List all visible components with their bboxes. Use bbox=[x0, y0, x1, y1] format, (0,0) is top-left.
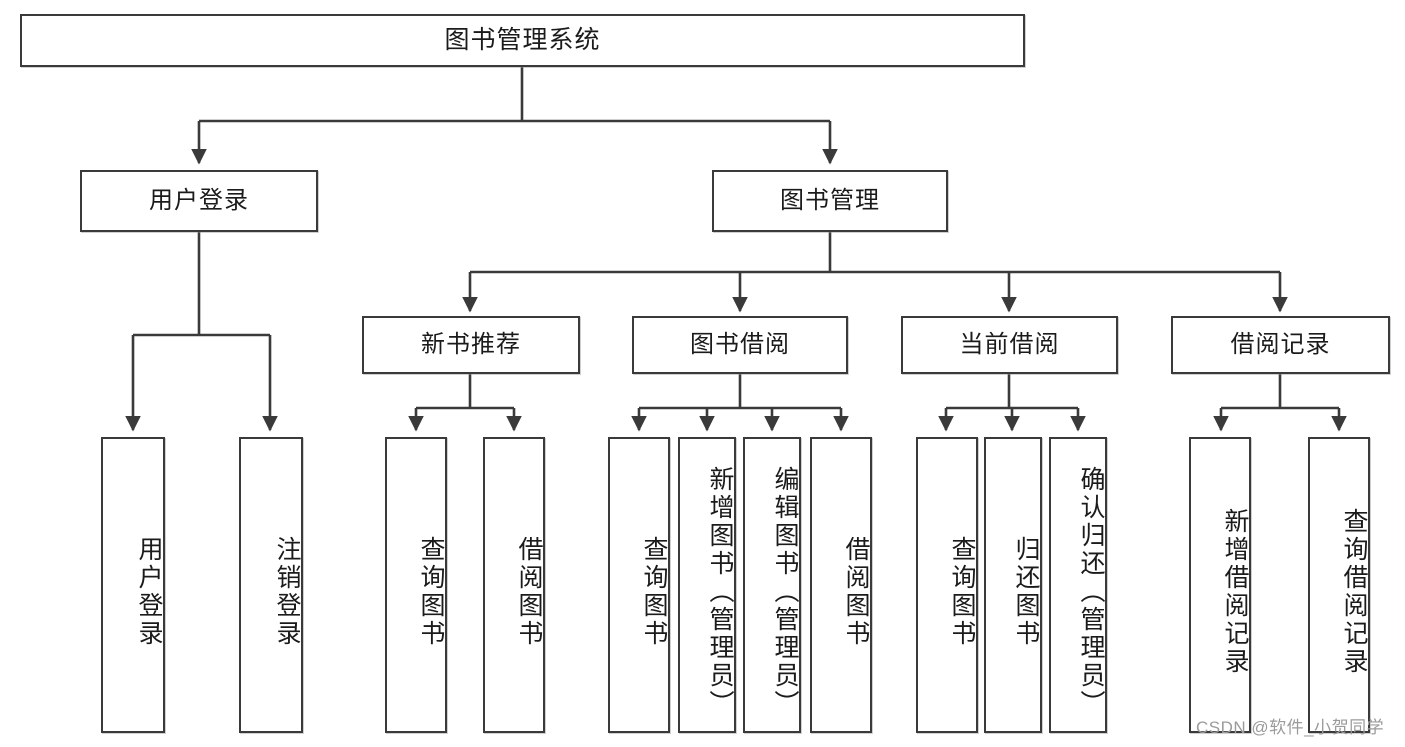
node-book-borrow[interactable]: 图书借阅 bbox=[632, 316, 848, 374]
leaf-return-book[interactable]: 归还图书 bbox=[984, 437, 1042, 733]
leaf-borrow-book-2[interactable]: 借阅图书 bbox=[810, 437, 872, 733]
node-borrow-record[interactable]: 借阅记录 bbox=[1171, 316, 1390, 374]
leaf-edit-book[interactable]: 编辑图书（管理员） bbox=[743, 437, 801, 733]
leaf-query-book-3[interactable]: 查询图书 bbox=[916, 437, 978, 733]
csdn-watermark: CSDN @软件_小贺同学 bbox=[1196, 718, 1385, 737]
node-book-management[interactable]: 图书管理 bbox=[712, 170, 948, 232]
leaf-query-book-1[interactable]: 查询图书 bbox=[385, 437, 447, 733]
node-user-login[interactable]: 用户登录 bbox=[80, 170, 318, 232]
leaf-logout-login[interactable]: 注销登录 bbox=[239, 437, 303, 733]
leaf-user-login[interactable]: 用户登录 bbox=[101, 437, 165, 733]
node-root-title[interactable]: 图书管理系统 bbox=[20, 14, 1025, 67]
leaf-query-record[interactable]: 查询借阅记录 bbox=[1308, 437, 1370, 733]
leaf-add-record[interactable]: 新增借阅记录 bbox=[1189, 437, 1251, 733]
leaf-borrow-book-1[interactable]: 借阅图书 bbox=[483, 437, 545, 733]
leaf-add-book[interactable]: 新增图书（管理员） bbox=[678, 437, 736, 733]
node-current-borrow[interactable]: 当前借阅 bbox=[901, 316, 1118, 374]
leaf-query-book-2[interactable]: 查询图书 bbox=[608, 437, 670, 733]
leaf-confirm-return[interactable]: 确认归还（管理员） bbox=[1049, 437, 1107, 733]
node-new-book-recommend[interactable]: 新书推荐 bbox=[362, 316, 580, 374]
